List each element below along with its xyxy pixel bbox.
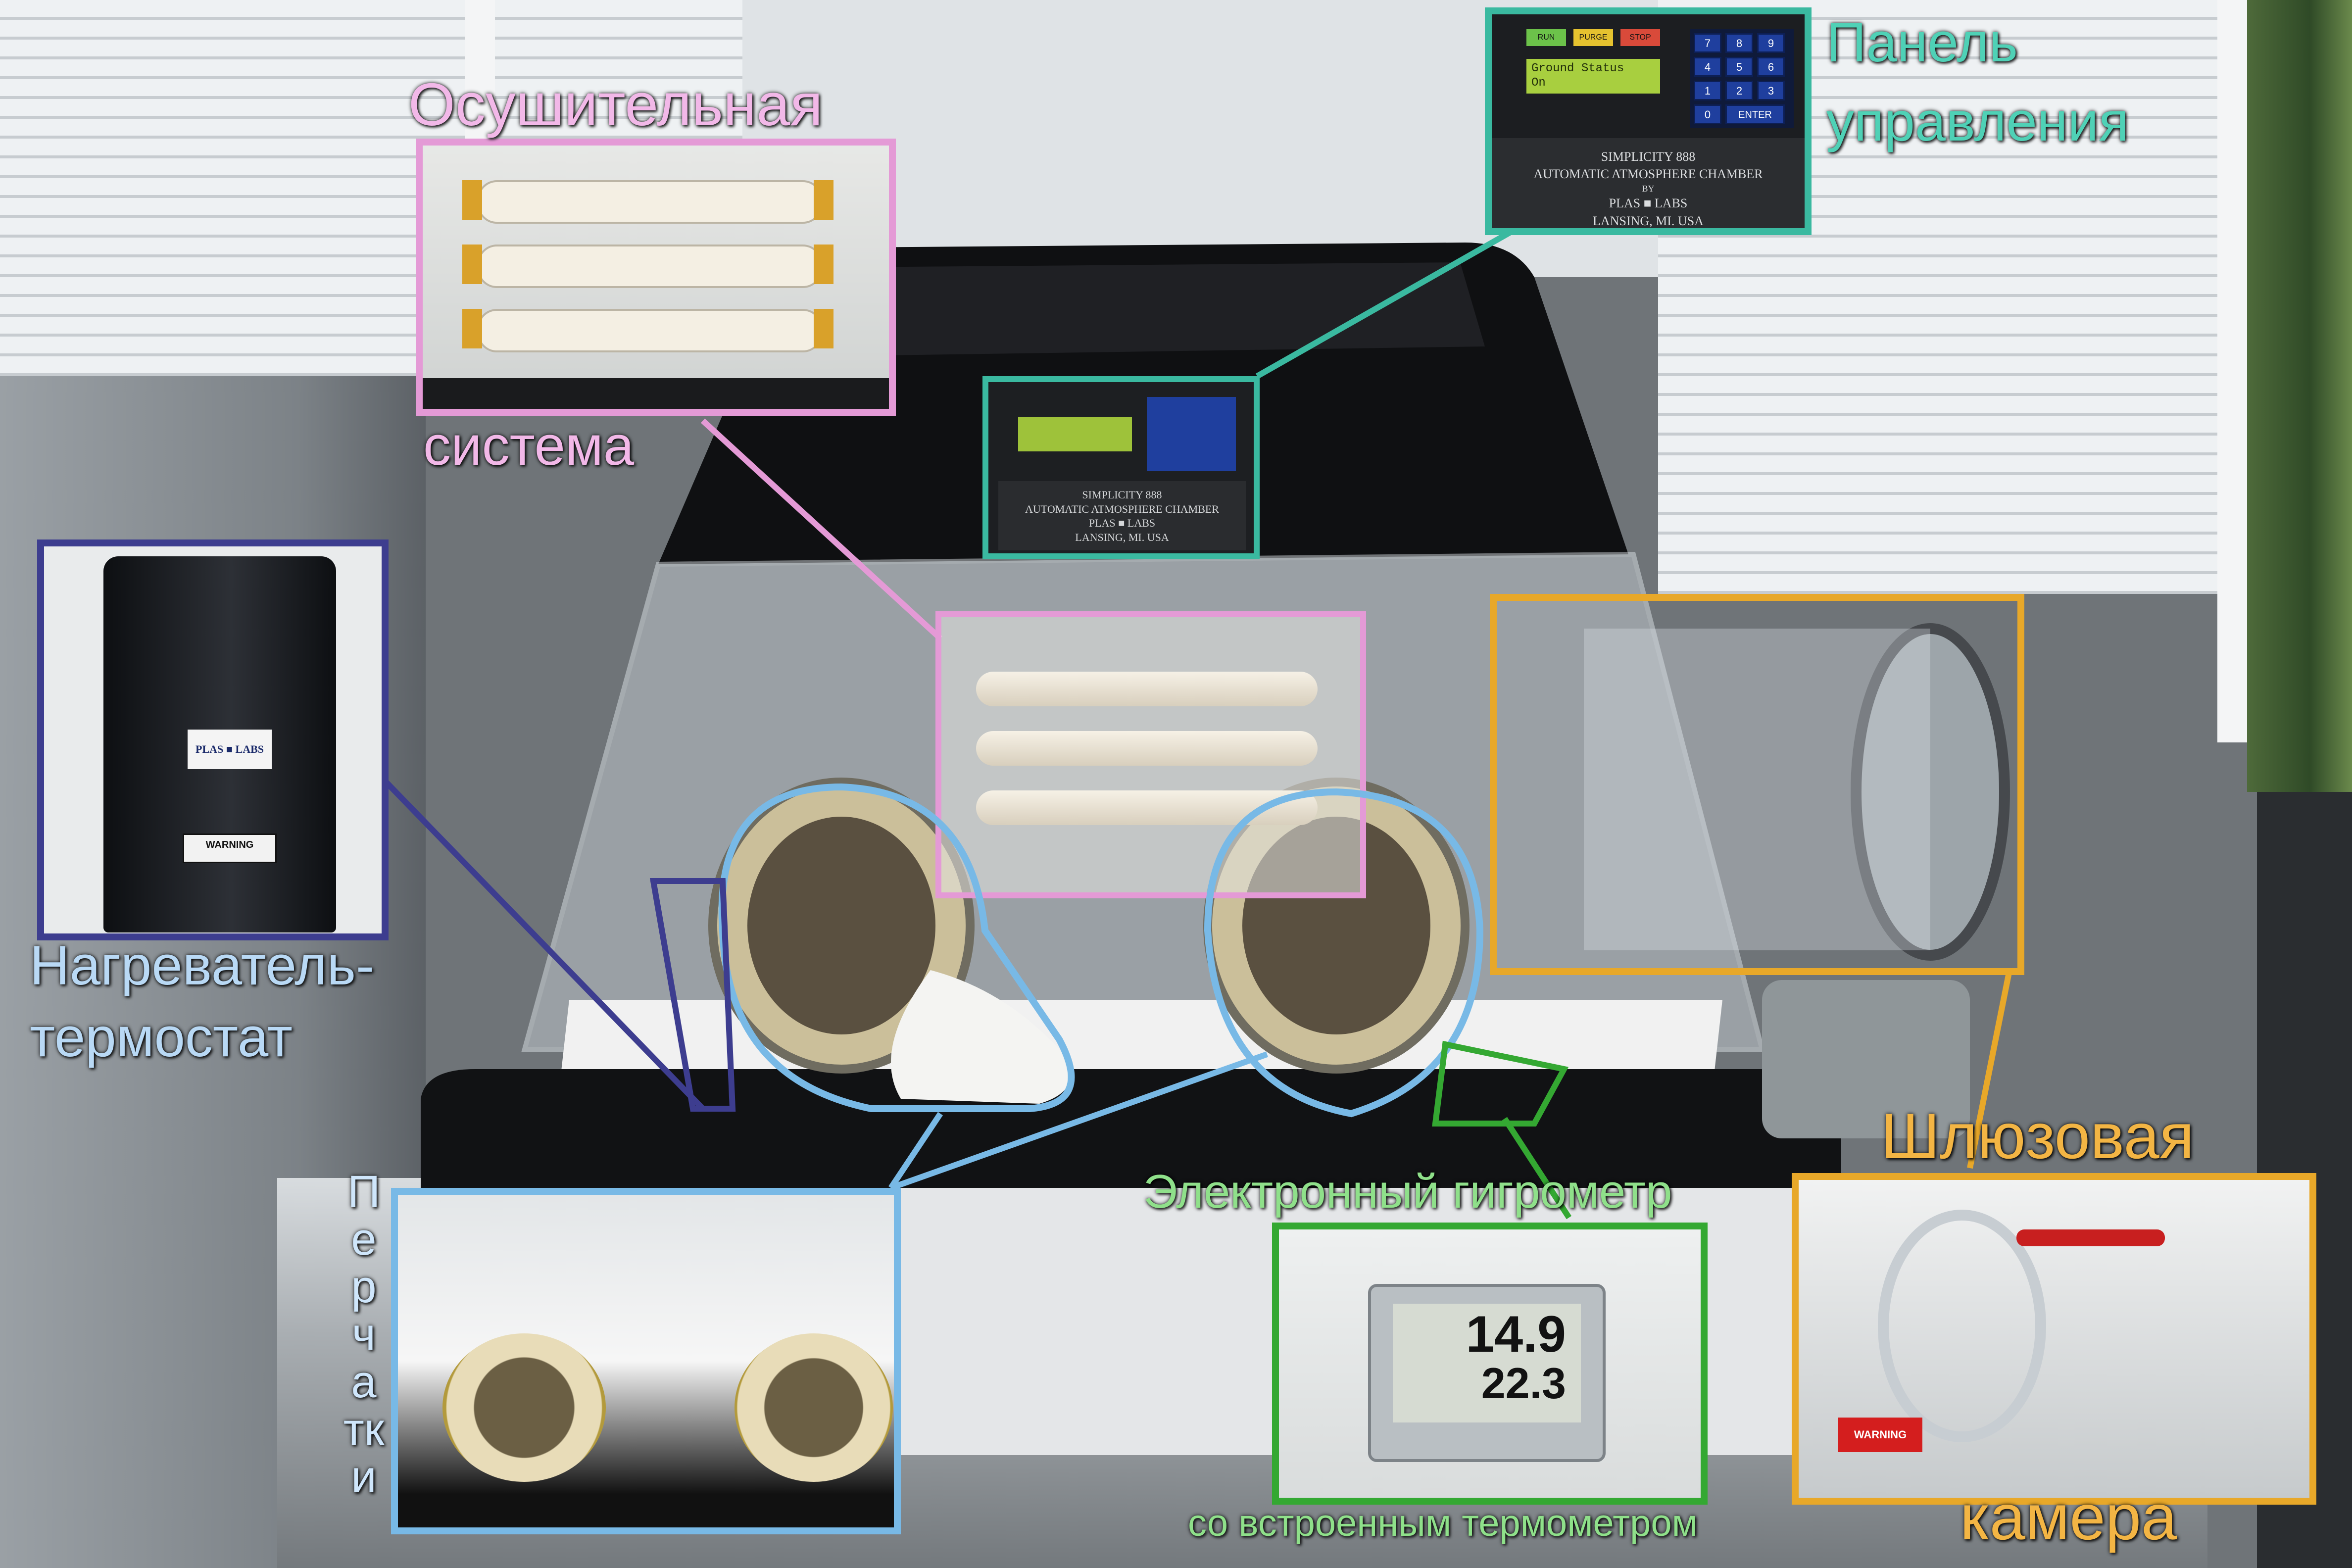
plate-chamber: AUTOMATIC ATMOSPHERE CHAMBER <box>1533 167 1763 182</box>
connector-hygro <box>1502 1117 1572 1220</box>
label-heater-1: Нагреватель- <box>30 934 375 996</box>
connector-gloves-2 <box>889 1051 1269 1191</box>
airlock-highlight <box>1490 594 2024 975</box>
key-3[interactable]: 3 <box>1757 81 1785 100</box>
inset-panel-keypad: 7 8 9 4 5 6 1 2 3 0 ENTER <box>1690 29 1794 128</box>
label-hygro-2: со встроенным термометром <box>1188 1502 1698 1544</box>
inset-panel-plate: SIMPLICITY 888 AUTOMATIC ATMOSPHERE CHAM… <box>1492 138 1805 228</box>
inset-airlock: WARNING <box>1792 1173 2316 1505</box>
plate-maker: PLAS ■ LABS <box>1609 196 1688 211</box>
stop-button[interactable]: STOP <box>1620 29 1660 46</box>
plate-model: SIMPLICITY 888 <box>1601 149 1696 164</box>
panel-keypad-small <box>1147 397 1236 471</box>
label-airlock-1: Шлюзовая <box>1881 1100 2195 1172</box>
inset-dry-caps <box>462 180 482 348</box>
label-heater-2: термостат <box>30 1006 293 1068</box>
connector-gloves <box>888 1112 943 1190</box>
label-panel-1: Панель <box>1826 11 2018 73</box>
run-button[interactable]: RUN <box>1526 29 1566 46</box>
key-0[interactable]: 0 <box>1694 104 1721 124</box>
connector-panel <box>1256 230 1511 379</box>
dry-tube-1 <box>976 672 1318 706</box>
dry-tube-2 <box>976 731 1318 766</box>
purge-button[interactable]: PURGE <box>1573 29 1613 46</box>
hygro-outline <box>1432 1040 1569 1127</box>
heater-warning-text: WARNING <box>205 839 254 850</box>
heater-label: PLAS ■ LABS <box>188 730 272 769</box>
label-airlock-2: камера <box>1960 1481 2177 1553</box>
inset-panel-buttons: RUN PURGE STOP <box>1526 29 1675 49</box>
lcd-line-1: Ground Status <box>1531 62 1624 75</box>
glovebox-base <box>421 1069 1841 1188</box>
key-8[interactable]: 8 <box>1725 33 1753 53</box>
enter-key[interactable]: ENTER <box>1725 104 1785 124</box>
inset-control-panel: RUN PURGE STOP Ground Status On 7 8 9 4 … <box>1485 7 1812 235</box>
key-9[interactable]: 9 <box>1757 33 1785 53</box>
panel-chamber-small: AUTOMATIC ATMOSPHERE CHAMBER <box>1025 502 1219 515</box>
key-6[interactable]: 6 <box>1757 57 1785 77</box>
white-glove <box>891 970 1071 1104</box>
glovebox-hood-highlight <box>817 262 1485 356</box>
heater-warning: WARNING <box>183 833 277 863</box>
label-drying-1: Осушительная <box>408 71 823 138</box>
key-5[interactable]: 5 <box>1725 57 1753 77</box>
plate-city: LANSING, MI. USA <box>1593 213 1704 228</box>
label-drying-2: система <box>423 415 635 477</box>
key-4[interactable]: 4 <box>1694 57 1721 77</box>
panel-maker-small: PLAS ■ LABS <box>1088 517 1156 530</box>
connector-heater <box>384 780 705 1111</box>
airlock-warning-text: WARNING <box>1854 1428 1907 1441</box>
inset-dry-base <box>423 378 889 409</box>
heater-brand: PLAS ■ LABS <box>196 743 264 755</box>
key-2[interactable]: 2 <box>1725 81 1753 100</box>
label-gloves: Перчатки <box>343 1167 385 1502</box>
inset-dry-tube-3 <box>477 309 823 352</box>
panel-on-hood: SIMPLICITY 888 AUTOMATIC ATMOSPHERE CHAM… <box>982 376 1260 559</box>
drying-highlight-body <box>935 611 1366 898</box>
label-hygro-1: Электронный гигрометр <box>1143 1165 1672 1218</box>
window-mullion-right <box>2217 0 2247 742</box>
hygrometer-screen: 14.9 22.3 <box>1393 1304 1581 1422</box>
inset-dry-tube-2 <box>477 245 823 288</box>
inset-gloves <box>391 1188 901 1534</box>
inset-glove-right <box>735 1333 893 1482</box>
hygro-reading-bottom: 22.3 <box>1481 1359 1566 1408</box>
inset-hygrometer: 14.9 22.3 <box>1272 1223 1708 1505</box>
vacuum-pump <box>1762 980 1970 1138</box>
inset-heater: PLAS ■ LABS WARNING <box>37 539 389 940</box>
connector-airlock <box>1967 969 2012 1169</box>
inset-panel-lcd: Ground Status On <box>1526 59 1660 94</box>
panel-city-small: LANSING, MI. USA <box>1075 531 1169 543</box>
gloves-outline-left <box>718 783 1075 1112</box>
heater-outline <box>649 878 736 1112</box>
airlock-handle <box>2016 1229 2165 1246</box>
label-panel-2: управления <box>1826 91 2129 152</box>
lcd-line-2: On <box>1531 76 1546 90</box>
plate-by: BY <box>1642 184 1655 194</box>
inset-drying-system <box>416 139 896 416</box>
airlock-warning: WARNING <box>1838 1418 1922 1452</box>
connector-drying <box>700 418 943 641</box>
panel-lcd-small <box>1018 417 1132 451</box>
panel-plate-small: SIMPLICITY 888 AUTOMATIC ATMOSPHERE CHAM… <box>998 481 1246 550</box>
inset-glove-left <box>442 1333 606 1482</box>
inset-dry-tube-1 <box>477 180 823 224</box>
key-7[interactable]: 7 <box>1694 33 1721 53</box>
gloves-outline-right <box>1204 788 1484 1118</box>
plants <box>2247 0 2352 792</box>
airlock-door <box>1851 623 2010 961</box>
inset-dry-caps-right <box>814 180 833 348</box>
key-1[interactable]: 1 <box>1694 81 1721 100</box>
panel-model-small: SIMPLICITY 888 <box>1082 489 1162 501</box>
hygro-reading-top: 14.9 <box>1466 1306 1566 1363</box>
